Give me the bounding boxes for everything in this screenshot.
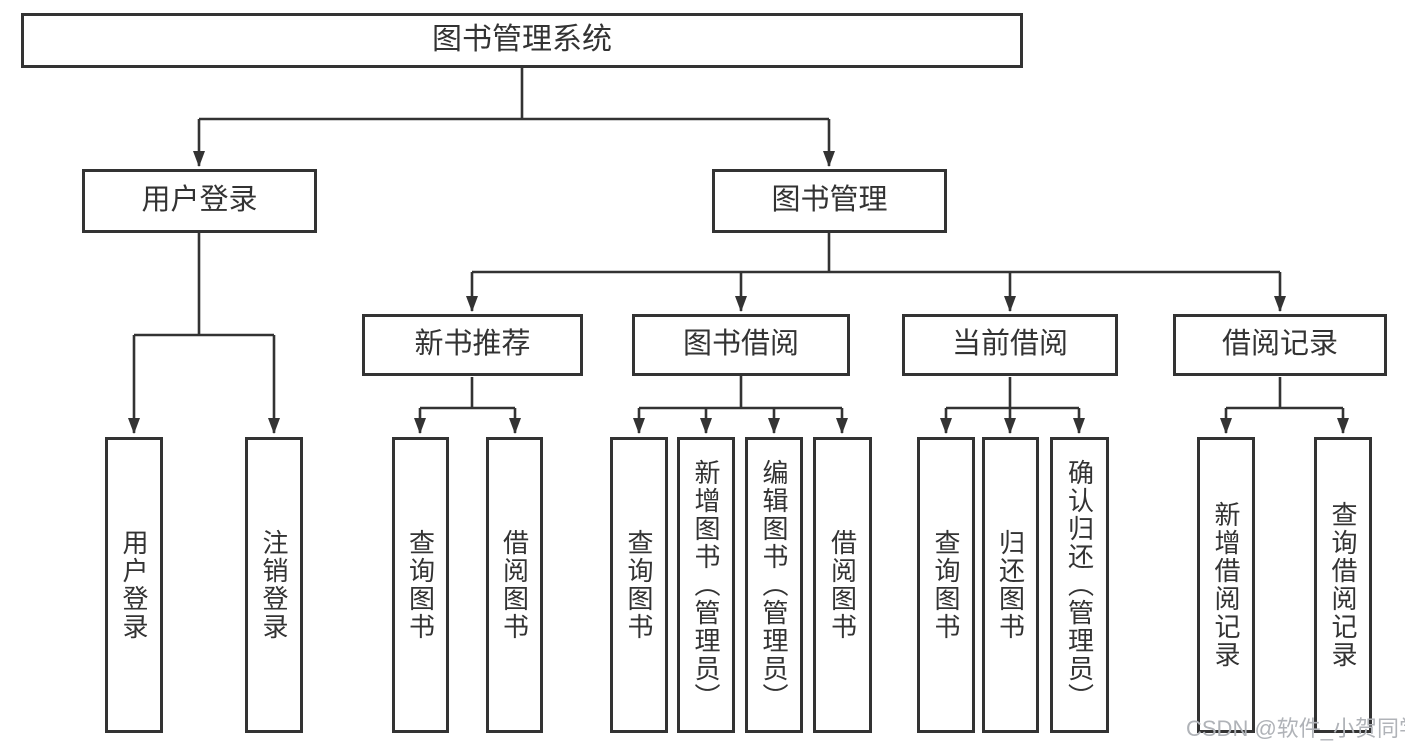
leaf-recommend-borrow-books: 借阅图书 bbox=[486, 437, 543, 733]
leaf-edit-books-admin: 编辑图书（管理员） bbox=[745, 437, 803, 733]
edge-currentborrow-rail bbox=[946, 377, 1079, 410]
edge-userlogin-rail bbox=[134, 233, 274, 337]
edge-bookmgmt-rail bbox=[472, 233, 1280, 274]
leaf-user-login: 用户登录 bbox=[105, 437, 163, 733]
node-new-book-recommend: 新书推荐 bbox=[362, 314, 583, 376]
leaf-query-borrow-record: 查询借阅记录 bbox=[1314, 437, 1372, 733]
node-book-management: 图书管理 bbox=[712, 169, 947, 233]
csdn-watermark: CSDN @软件_小贺同学 bbox=[1186, 716, 1405, 741]
edge-root-rail bbox=[199, 68, 829, 121]
edge-newbook-rail bbox=[420, 377, 515, 410]
leaf-recommend-query-books: 查询图书 bbox=[392, 437, 449, 733]
leaf-borrow-books: 借阅图书 bbox=[813, 437, 872, 733]
leaf-confirm-return-admin: 确认归还（管理员） bbox=[1050, 437, 1109, 733]
leaf-return-books: 归还图书 bbox=[982, 437, 1039, 733]
leaf-current-query-books: 查询图书 bbox=[917, 437, 975, 733]
node-borrow-records: 借阅记录 bbox=[1173, 314, 1387, 376]
leaf-logout: 注销登录 bbox=[245, 437, 303, 733]
node-user-login: 用户登录 bbox=[82, 169, 317, 233]
leaf-add-borrow-record: 新增借阅记录 bbox=[1197, 437, 1255, 733]
edge-borrowrecords-rail bbox=[1226, 377, 1343, 410]
node-library-management-system: 图书管理系统 bbox=[21, 13, 1023, 68]
node-book-borrow: 图书借阅 bbox=[632, 314, 850, 376]
leaf-borrow-query-books: 查询图书 bbox=[610, 437, 668, 733]
leaf-add-books-admin: 新增图书（管理员） bbox=[677, 437, 735, 733]
edge-bookborrow-rail bbox=[639, 376, 842, 410]
node-current-borrow: 当前借阅 bbox=[902, 314, 1118, 376]
